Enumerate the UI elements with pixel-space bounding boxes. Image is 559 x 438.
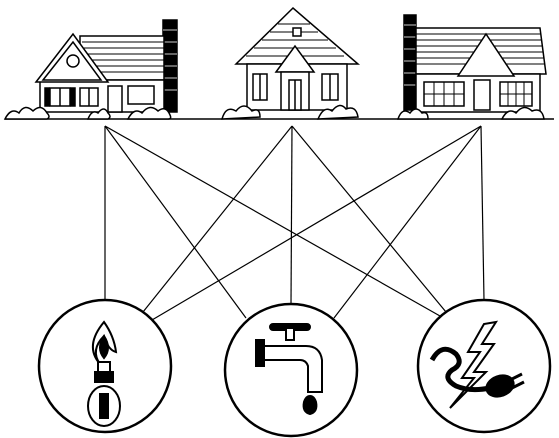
connection-lines bbox=[105, 126, 484, 320]
connection-house-left-water bbox=[105, 126, 246, 318]
round-window bbox=[67, 55, 79, 67]
door bbox=[108, 86, 122, 112]
door bbox=[474, 80, 490, 110]
house-right bbox=[398, 15, 546, 119]
chimney bbox=[404, 15, 416, 110]
house-center bbox=[222, 8, 358, 119]
house-left bbox=[5, 20, 177, 119]
utility-gas bbox=[39, 300, 171, 432]
electricity-circle bbox=[418, 300, 550, 432]
window bbox=[128, 86, 154, 104]
utility-water bbox=[225, 304, 357, 436]
connection-house-left-electricity bbox=[105, 126, 440, 316]
connection-house-right-electricity bbox=[481, 126, 484, 300]
connection-house-center-water bbox=[291, 126, 292, 304]
utility-electricity bbox=[418, 300, 550, 432]
connection-house-center-electricity bbox=[292, 126, 446, 312]
attic-window bbox=[293, 28, 301, 36]
connection-house-right-water bbox=[334, 126, 481, 318]
